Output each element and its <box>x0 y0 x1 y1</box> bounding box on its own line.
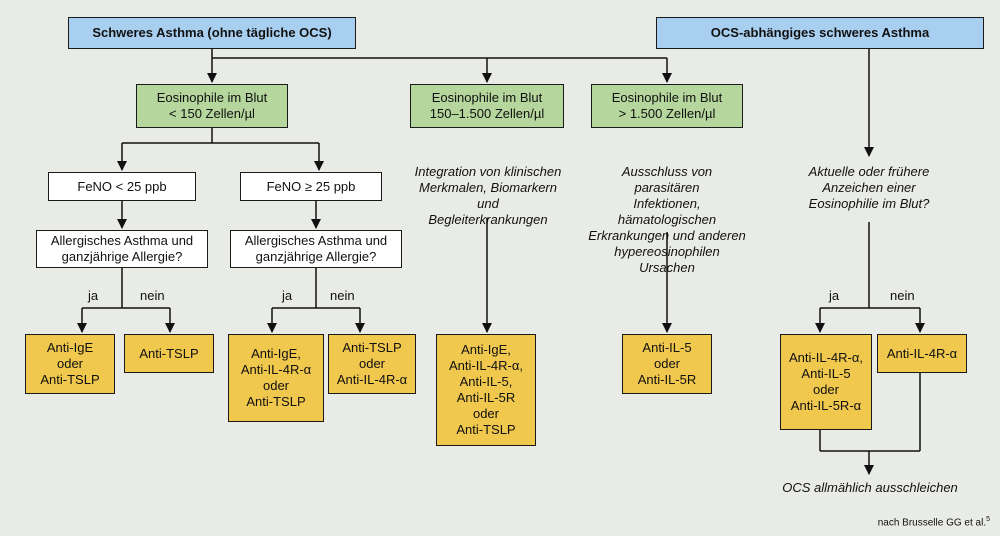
therapy-anti-il4r: Anti-IL-4R-α <box>877 334 967 373</box>
note-high-exclusion: Ausschluss von parasitären Infektionen, … <box>588 164 746 275</box>
branch-no-a: nein <box>140 288 165 303</box>
therapy-anti-ige-il4r-tslp: Anti-IgE, Anti-IL-4R-α oder Anti-TSLP <box>228 334 324 422</box>
feno-high-box: FeNO ≥ 25 ppb <box>240 172 382 201</box>
eosinophil-low-box: Eosinophile im Blut < 150 Zellen/µl <box>136 84 288 128</box>
branch-yes-b: ja <box>282 288 293 303</box>
therapy-anti-tslp-or-il4r: Anti-TSLP oder Anti-IL-4R-α <box>328 334 416 394</box>
branch-no-ocs: nein <box>890 288 915 303</box>
therapy-anti-tslp: Anti-TSLP <box>124 334 214 373</box>
allergy-question-b: Allergisches Asthma und ganzjährige Alle… <box>230 230 402 268</box>
branch-no-b: nein <box>330 288 355 303</box>
therapy-mid-options: Anti-IgE, Anti-IL-4R-α, Anti-IL-5, Anti-… <box>436 334 536 446</box>
header-severe-asthma-no-ocs: Schweres Asthma (ohne tägliche OCS) <box>68 17 356 49</box>
source-citation: nach Brusselle GG et al.5 <box>877 515 990 528</box>
therapy-anti-ige-or-tslp: Anti-IgE oder Anti-TSLP <box>25 334 115 394</box>
final-taper-ocs: OCS allmählich ausschleichen <box>782 480 958 495</box>
header-ocs-dependent-asthma: OCS-abhängiges schweres Asthma <box>656 17 984 49</box>
branch-yes-ocs: ja <box>829 288 840 303</box>
feno-low-box: FeNO < 25 ppb <box>48 172 196 201</box>
note-ocs-eosinophilia: Aktuelle oder frühere Anzeichen einer Eo… <box>808 164 930 211</box>
branch-yes-a: ja <box>88 288 99 303</box>
note-mid-integration: Integration von klinischen Merkmalen, Bi… <box>414 164 562 227</box>
eosinophil-mid-box: Eosinophile im Blut 150–1.500 Zellen/µl <box>410 84 564 128</box>
allergy-question-a: Allergisches Asthma und ganzjährige Alle… <box>36 230 208 268</box>
therapy-anti-il5-or-il5r: Anti-IL-5 oder Anti-IL-5R <box>622 334 712 394</box>
eosinophil-high-box: Eosinophile im Blut > 1.500 Zellen/µl <box>591 84 743 128</box>
therapy-anti-il4r-il5-il5r: Anti-IL-4R-α, Anti-IL-5 oder Anti-IL-5R-… <box>780 334 872 430</box>
